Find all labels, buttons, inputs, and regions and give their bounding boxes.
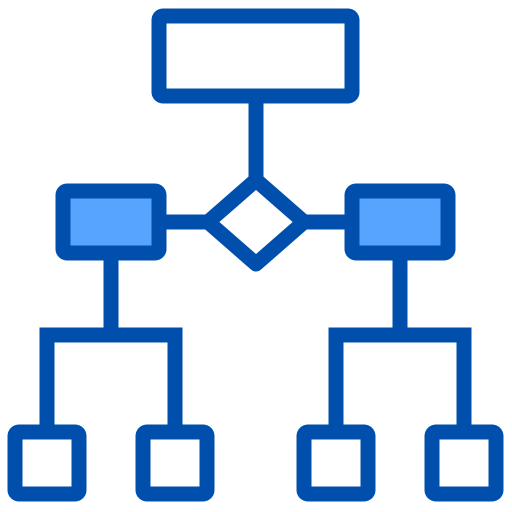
right-process-box [344,183,456,261]
connector-left-branch [39,327,183,436]
bottom-box-4 [424,424,504,502]
bottom-box-1 [7,424,87,502]
top-box [151,8,360,104]
decision-diamond [200,172,312,272]
bottom-box-2 [135,424,215,502]
left-process-box [55,183,167,261]
connector-right-branch [328,327,472,436]
connector-lines [39,92,472,436]
bottom-box-3 [296,424,376,502]
